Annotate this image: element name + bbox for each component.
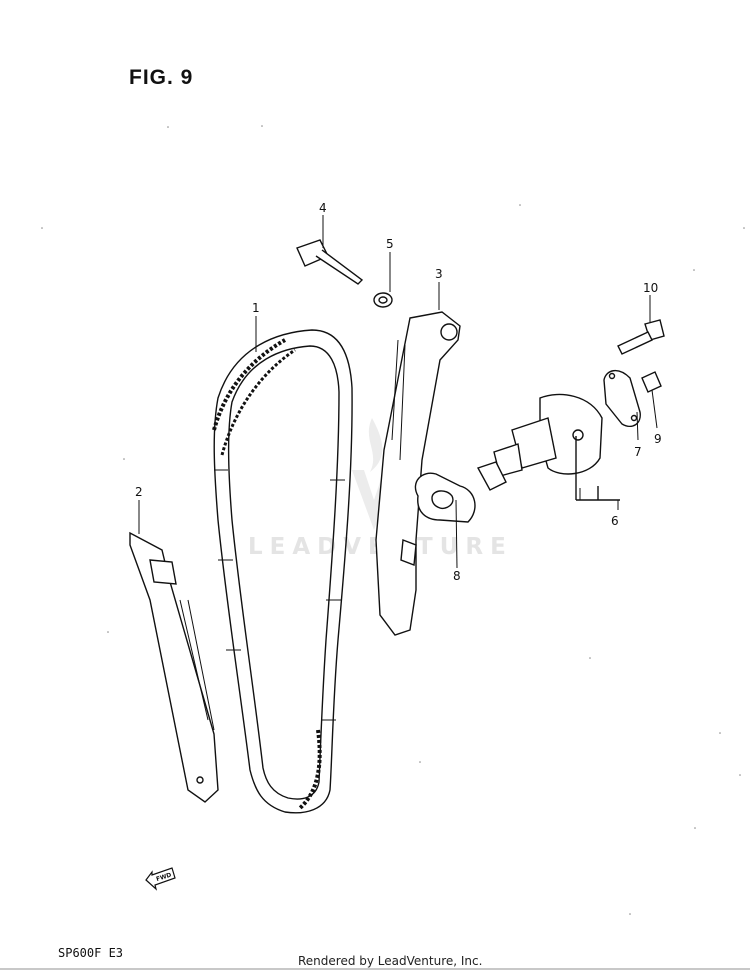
cam-chain: [212, 329, 353, 814]
chain-tensioner-guide: [375, 311, 461, 636]
callout-5: 5: [386, 237, 394, 251]
tensioner-bolt: [617, 319, 665, 355]
plug: [641, 371, 662, 393]
fwd-label: FWD: [155, 872, 172, 884]
figure-title: FIG. 9: [129, 66, 194, 89]
tensioner-gasket-small: [603, 370, 641, 428]
callout-10: 10: [643, 281, 658, 295]
guide-bolt: [296, 239, 364, 285]
chain-guide-front: [129, 531, 219, 803]
callout-7: 7: [634, 445, 642, 459]
render-credit: Rendered by LeadVenture, Inc.: [298, 954, 483, 968]
callout-numbers: 1 2 3 4 5 6 7 8 9 10: [135, 201, 662, 583]
callout-8: 8: [453, 569, 461, 583]
scan-speckles: [41, 125, 745, 915]
fwd-marker: FWD: [145, 867, 176, 891]
callout-3: 3: [435, 267, 443, 281]
callout-2: 2: [135, 485, 143, 499]
callout-9: 9: [654, 432, 662, 446]
washer: [373, 292, 393, 308]
model-code: SP600F E3: [58, 946, 124, 960]
callout-4: 4: [319, 201, 327, 215]
callout-1: 1: [252, 301, 260, 315]
tensioner-assembly: [476, 393, 620, 501]
leader-lines: [138, 215, 658, 569]
callout-6: 6: [611, 514, 619, 528]
tensioner-gasket: [414, 472, 476, 523]
bottom-divider: [0, 968, 750, 970]
